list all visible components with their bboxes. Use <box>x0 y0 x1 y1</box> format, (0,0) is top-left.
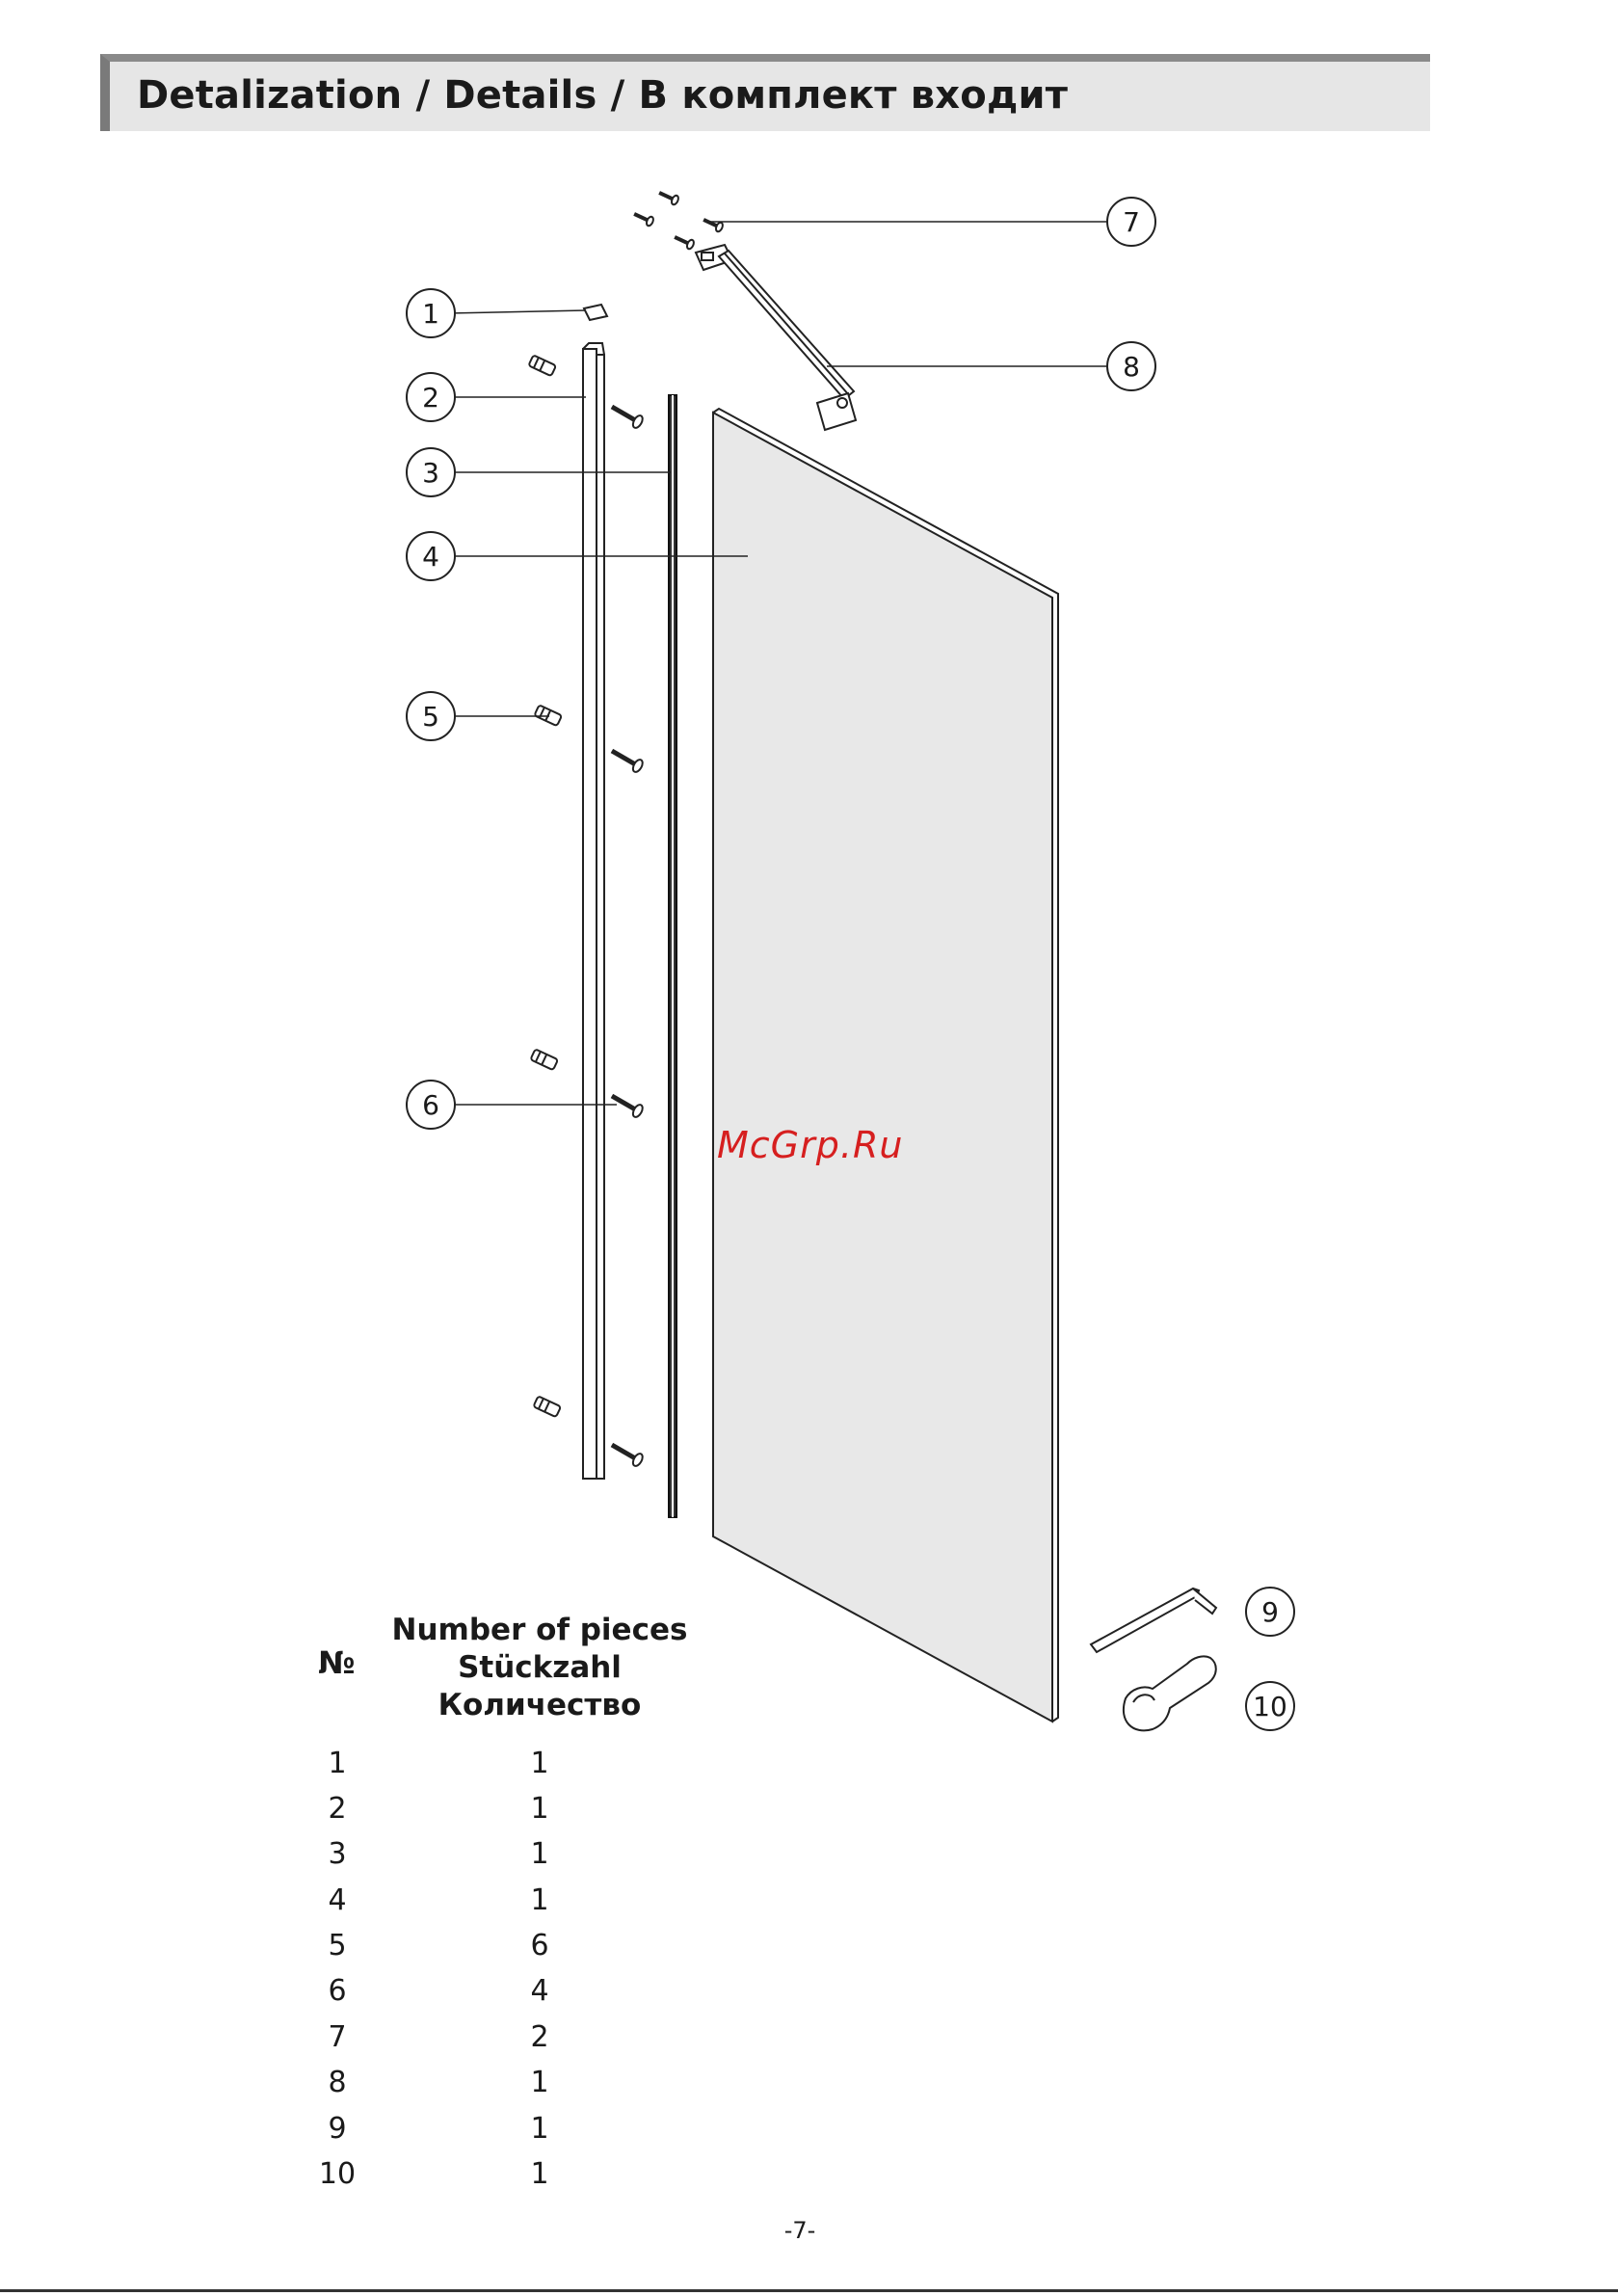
table-header-number: № <box>318 1644 356 1681</box>
row-8-number: 8 <box>299 2066 376 2099</box>
callout-10-label: 10 <box>1253 1691 1287 1722</box>
row-6-number: 6 <box>299 1974 376 2008</box>
row-1-number: 1 <box>299 1747 376 1780</box>
bottom-divider <box>0 2289 1618 2292</box>
callout-9-label: 9 <box>1261 1596 1279 1628</box>
row-10-number: 10 <box>299 2157 376 2191</box>
row-2-qty: 1 <box>501 1792 578 1826</box>
row-6-qty: 4 <box>501 1974 578 2008</box>
row-8-qty: 1 <box>501 2066 578 2099</box>
row-5-qty: 6 <box>501 1929 578 1962</box>
table-header-quantity: Number of pieces Stückzahl Количество <box>385 1612 694 1724</box>
callout-3-label: 3 <box>422 457 439 489</box>
header-qty-en: Number of pieces <box>385 1612 694 1649</box>
glass-panel <box>713 413 1052 1722</box>
spanner-tool <box>1124 1656 1216 1730</box>
row-4-number: 4 <box>299 1883 376 1917</box>
stabilizer-screws <box>632 188 724 250</box>
row-10-qty: 1 <box>501 2157 578 2191</box>
row-9-number: 9 <box>299 2112 376 2146</box>
row-4-qty: 1 <box>501 1883 578 1917</box>
row-7-qty: 2 <box>501 2020 578 2054</box>
header-qty-de: Stückzahl <box>385 1649 694 1687</box>
row-3-number: 3 <box>299 1837 376 1871</box>
stabilizer-bar <box>696 245 856 430</box>
hex-key <box>1091 1589 1216 1652</box>
callout-7-label: 7 <box>1123 206 1140 238</box>
seal-strip <box>669 395 676 1517</box>
callout-1-label: 1 <box>422 298 439 330</box>
row-2-number: 2 <box>299 1792 376 1826</box>
row-1-qty: 1 <box>501 1747 578 1780</box>
wall-profile <box>583 343 604 1479</box>
callout-6-label: 6 <box>422 1089 439 1121</box>
row-9-qty: 1 <box>501 2112 578 2146</box>
callout-8-label: 8 <box>1123 351 1140 383</box>
callout-4-label: 4 <box>422 541 439 573</box>
callout-5-label: 5 <box>422 701 439 733</box>
row-3-qty: 1 <box>501 1837 578 1871</box>
header-qty-ru: Количество <box>385 1687 694 1724</box>
row-5-number: 5 <box>299 1929 376 1962</box>
wall-screws <box>608 401 644 1468</box>
wall-dowels <box>528 355 562 1417</box>
cover-plate <box>584 305 607 320</box>
row-7-number: 7 <box>299 2020 376 2054</box>
callout-2-label: 2 <box>422 382 439 414</box>
page-number: -7- <box>761 2217 838 2244</box>
watermark: McGrp.Ru <box>717 1124 903 1166</box>
